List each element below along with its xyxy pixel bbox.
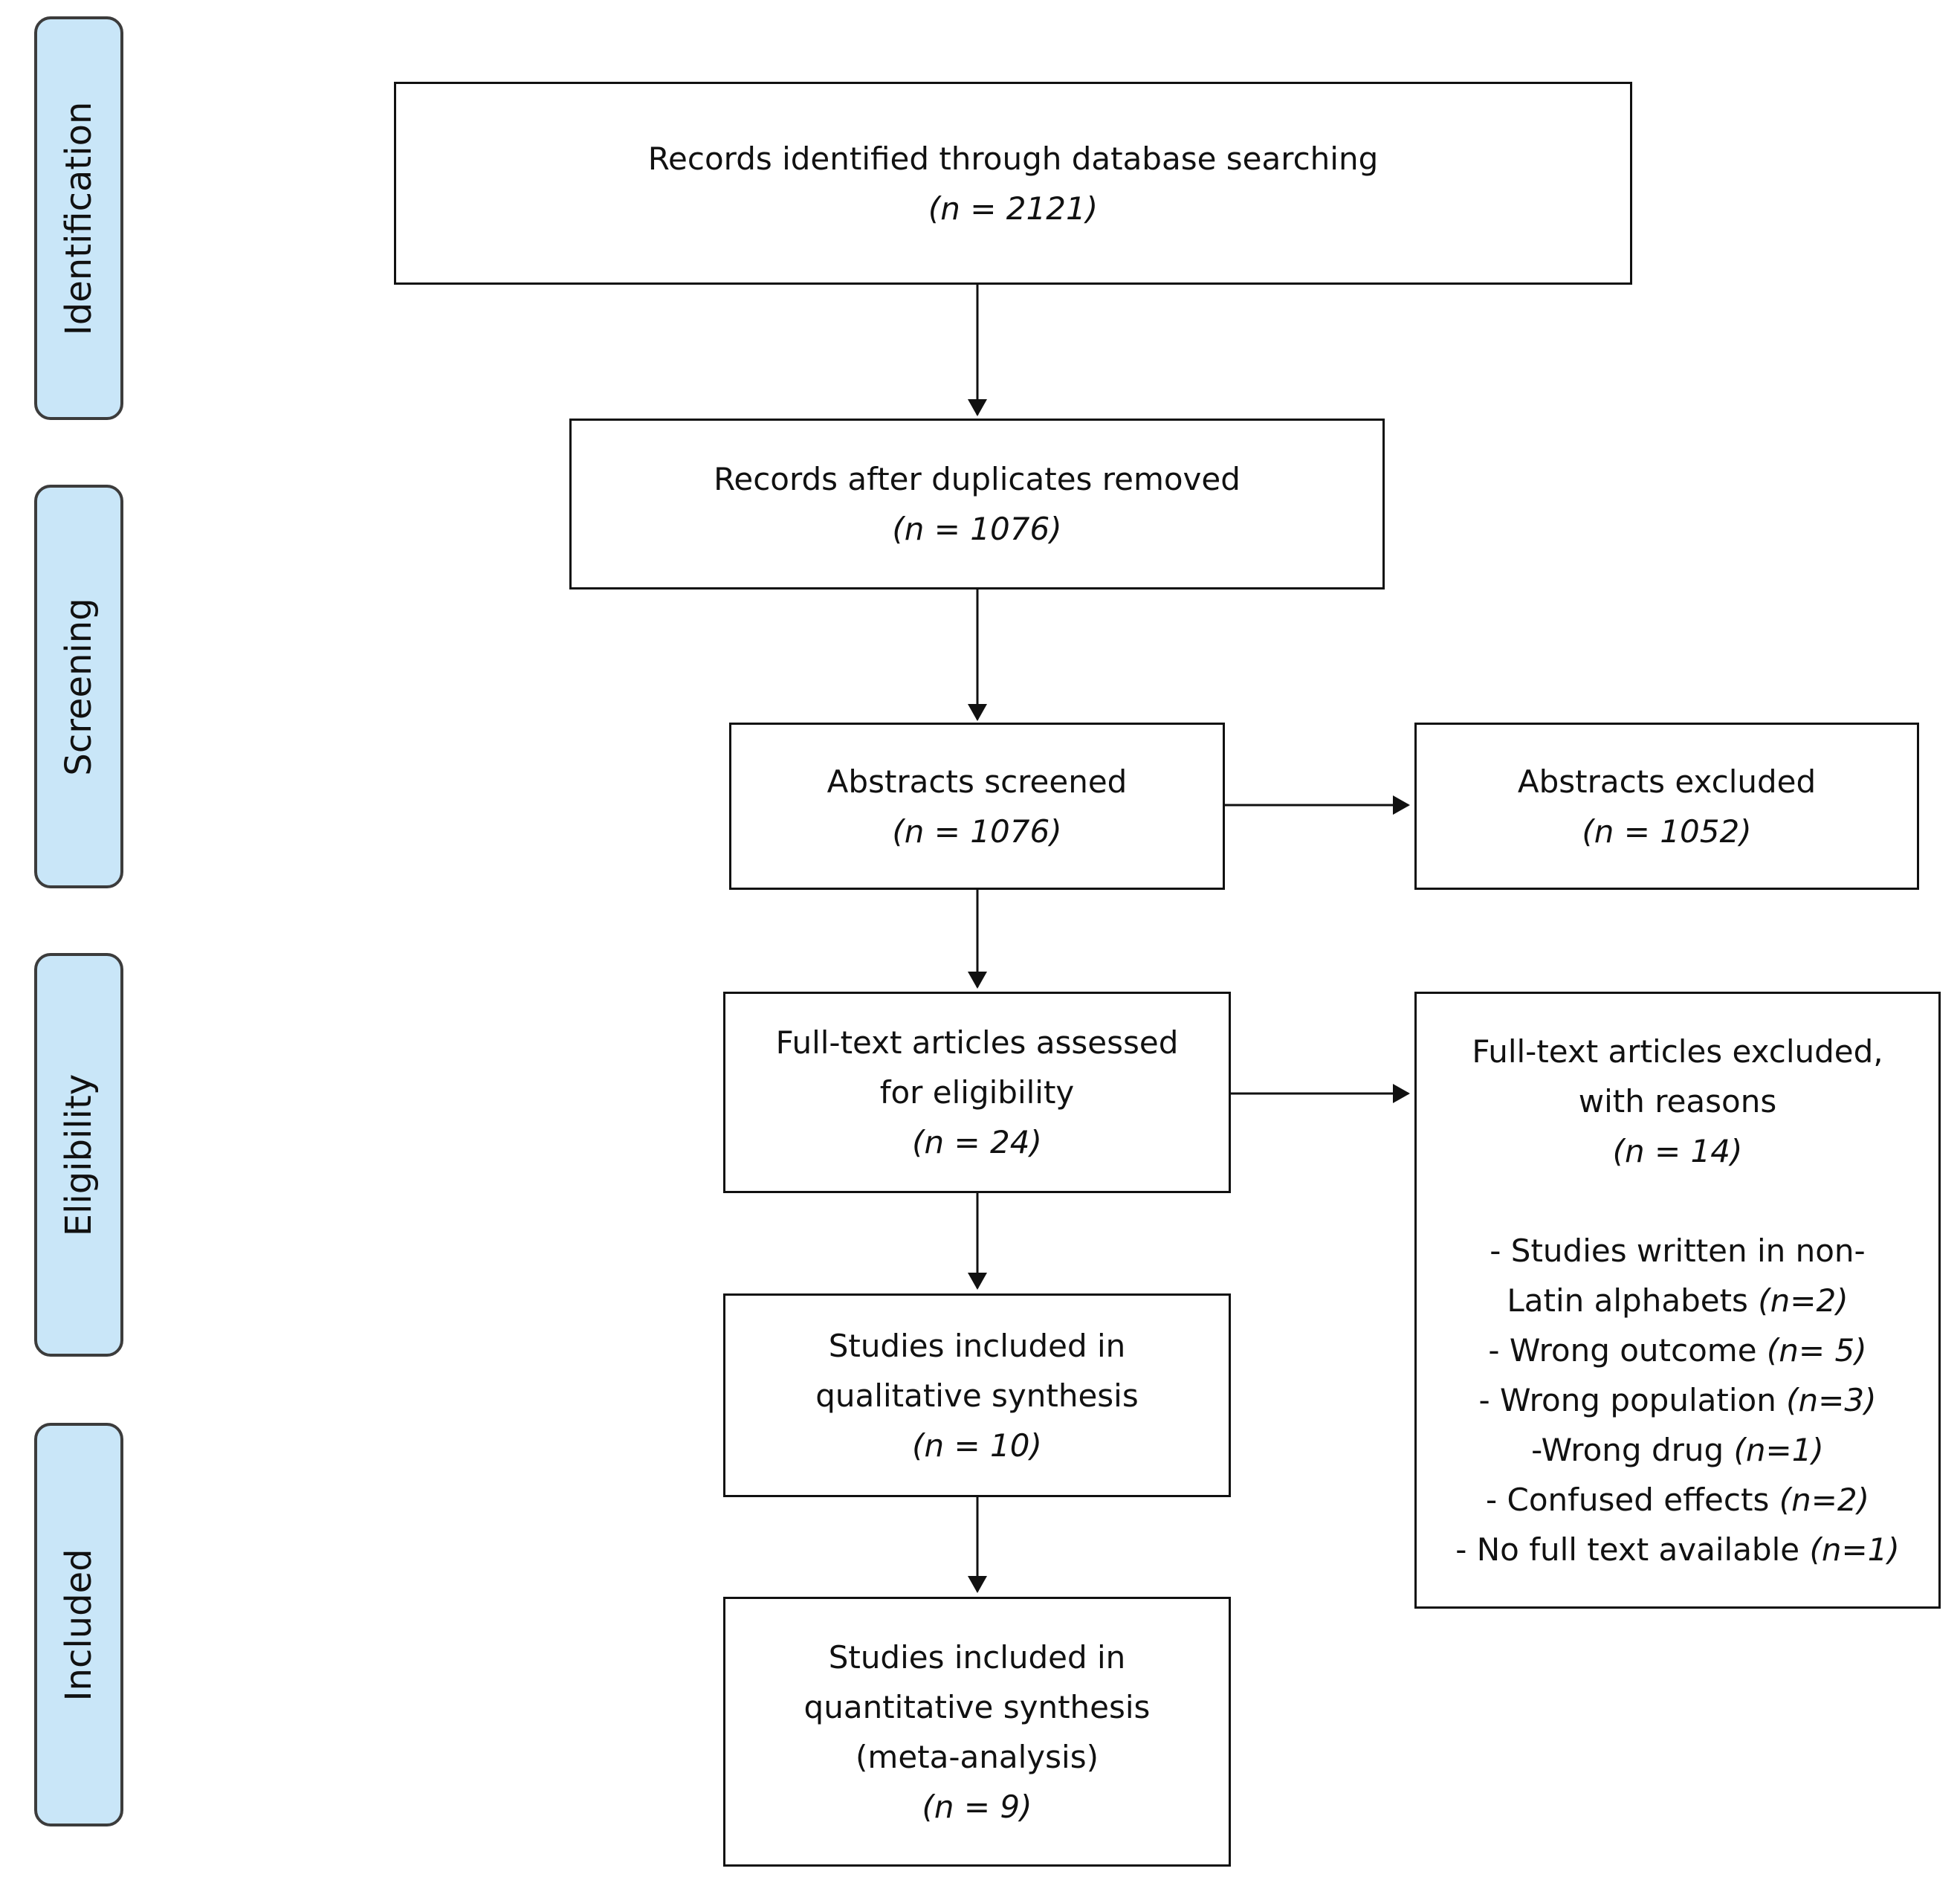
box-quantitative-synthesis: Studies included in quantitative synthes… xyxy=(723,1597,1231,1867)
reason-text: - Wrong outcome xyxy=(1488,1331,1767,1369)
records-dedup-label: Records after duplicates removed xyxy=(714,461,1241,497)
reason-text: -Wrong drug xyxy=(1531,1431,1734,1468)
reason-item: - No full text available (n=1) xyxy=(1455,1525,1900,1574)
reason-item: Latin alphabets (n=2) xyxy=(1507,1276,1848,1325)
fulltext-excluded-line1: Full-text articles excluded, xyxy=(1472,1033,1883,1070)
abstracts-excluded-count: (n = 1052) xyxy=(1582,813,1752,850)
abstracts-excluded-label: Abstracts excluded xyxy=(1517,763,1817,800)
reason-count: (n= 5) xyxy=(1766,1331,1867,1369)
abstracts-screened-count: (n = 1076) xyxy=(892,813,1062,850)
box-abstracts-screened: Abstracts screened (n = 1076) xyxy=(729,723,1225,890)
phase-included: Included xyxy=(34,1423,123,1826)
reason-text: - No full text available xyxy=(1455,1531,1810,1568)
reason-count: (n=1) xyxy=(1809,1531,1900,1568)
arrowhead-quantitative xyxy=(968,1576,987,1593)
reason-count: (n=2) xyxy=(1779,1481,1869,1518)
qualitative-line2: qualitative synthesis xyxy=(815,1377,1139,1414)
fulltext-excluded-line2: with reasons xyxy=(1578,1082,1777,1120)
fulltext-assessed-line2: for eligibility xyxy=(879,1074,1075,1111)
reason-count: (n=1) xyxy=(1733,1431,1824,1468)
arrowhead-screened xyxy=(968,704,987,721)
reason-item: - Wrong population (n=3) xyxy=(1479,1375,1877,1425)
reason-count: (n=2) xyxy=(1758,1282,1849,1319)
records-dedup-count: (n = 1076) xyxy=(892,511,1062,547)
box-fulltext-assessed: Full-text articles assessed for eligibil… xyxy=(723,992,1231,1193)
box-records-deduplicated: Records after duplicates removed (n = 10… xyxy=(569,419,1385,589)
fulltext-assessed-count: (n = 24) xyxy=(912,1124,1042,1160)
arrowhead-abstracts-excluded xyxy=(1393,795,1410,815)
box-abstracts-excluded: Abstracts excluded (n = 1052) xyxy=(1414,723,1919,890)
records-identified-count: (n = 2121) xyxy=(928,190,1099,227)
arrowhead-qualitative xyxy=(968,1273,987,1290)
reason-text: - Wrong population xyxy=(1478,1381,1787,1418)
reason-text: Latin alphabets xyxy=(1507,1282,1759,1319)
quantitative-line2: quantitative synthesis xyxy=(803,1688,1151,1725)
phase-identification: Identification xyxy=(34,16,123,420)
phase-screening: Screening xyxy=(34,485,123,888)
arrowhead-fulltext-excluded xyxy=(1393,1084,1410,1103)
phase-eligibility: Eligibility xyxy=(34,953,123,1357)
arrowhead-fulltext xyxy=(968,972,987,989)
quantitative-count: (n = 9) xyxy=(922,1788,1032,1825)
reason-text: - Confused effects xyxy=(1485,1481,1779,1518)
abstracts-screened-label: Abstracts screened xyxy=(827,763,1128,800)
reason-count: (n=3) xyxy=(1786,1381,1877,1418)
quantitative-line3: (meta-analysis) xyxy=(856,1738,1099,1775)
records-identified-label: Records identified through database sear… xyxy=(647,140,1379,177)
fulltext-assessed-line1: Full-text articles assessed xyxy=(775,1024,1179,1061)
reason-item: -Wrong drug (n=1) xyxy=(1531,1425,1824,1475)
reason-item: - Confused effects (n=2) xyxy=(1486,1475,1869,1525)
box-fulltext-excluded: Full-text articles excluded, with reason… xyxy=(1414,992,1941,1609)
arrowhead-dedup xyxy=(968,399,987,416)
qualitative-count: (n = 10) xyxy=(912,1427,1042,1464)
fulltext-excluded-count: (n = 14) xyxy=(1612,1132,1743,1169)
box-qualitative-synthesis: Studies included in qualitative synthesi… xyxy=(723,1293,1231,1497)
qualitative-line1: Studies included in xyxy=(828,1327,1126,1364)
quantitative-line1: Studies included in xyxy=(828,1638,1126,1676)
reason-item: - Studies written in non- xyxy=(1490,1226,1865,1276)
reason-text: - Studies written in non- xyxy=(1490,1232,1866,1269)
reason-item: - Wrong outcome (n= 5) xyxy=(1488,1325,1866,1375)
box-records-identified: Records identified through database sear… xyxy=(394,82,1632,285)
